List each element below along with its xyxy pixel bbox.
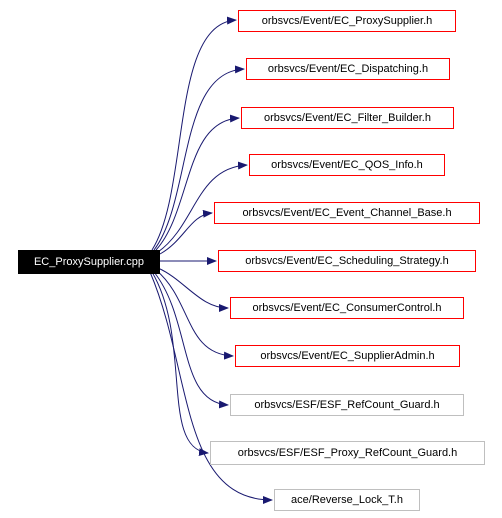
include-node-ec-consumercontrol-h[interactable]: orbsvcs/Event/EC_ConsumerControl.h — [230, 297, 464, 319]
edge-ec-proxysupplier-h — [151, 16, 237, 251]
include-node-ec-supplieradmin-h[interactable]: orbsvcs/Event/EC_SupplierAdmin.h — [235, 345, 460, 367]
include-node-ec-filter-builder-h[interactable]: orbsvcs/Event/EC_Filter_Builder.h — [241, 107, 454, 129]
include-node-ec-dispatching-h[interactable]: orbsvcs/Event/EC_Dispatching.h — [246, 58, 450, 80]
edge-esf-refcount-guard-h — [153, 271, 229, 409]
edge-ec-qos-info-h — [157, 161, 248, 253]
edge-ec-consumercontrol-h — [157, 267, 229, 312]
source-file-node: EC_ProxySupplier.cpp — [18, 250, 160, 274]
edge-ec-supplieradmin-h — [155, 269, 234, 360]
include-node-ec-proxysupplier-h[interactable]: orbsvcs/Event/EC_ProxySupplier.h — [238, 10, 456, 32]
edge-ec-filter-builder-h — [155, 114, 240, 251]
include-node-esf-refcount-guard-h[interactable]: orbsvcs/ESF/ESF_RefCount_Guard.h — [230, 394, 464, 416]
edge-reverse-lock-t-h — [149, 271, 273, 504]
include-node-ec-event-channel-base-h[interactable]: orbsvcs/Event/EC_Event_Channel_Base.h — [214, 202, 480, 224]
edge-ec-dispatching-h — [153, 65, 245, 251]
include-node-esf-proxy-refcount-guard-h[interactable]: orbsvcs/ESF/ESF_Proxy_RefCount_Guard.h — [210, 441, 485, 465]
edge-ec-event-channel-base-h — [159, 209, 213, 255]
include-node-ec-scheduling-strategy-h[interactable]: orbsvcs/Event/EC_Scheduling_Strategy.h — [218, 250, 476, 272]
include-node-ec-qos-info-h[interactable]: orbsvcs/Event/EC_QOS_Info.h — [249, 154, 445, 176]
include-node-reverse-lock-t-h[interactable]: ace/Reverse_Lock_T.h — [274, 489, 420, 511]
edge-esf-proxy-refcount-guard-h — [151, 271, 209, 457]
